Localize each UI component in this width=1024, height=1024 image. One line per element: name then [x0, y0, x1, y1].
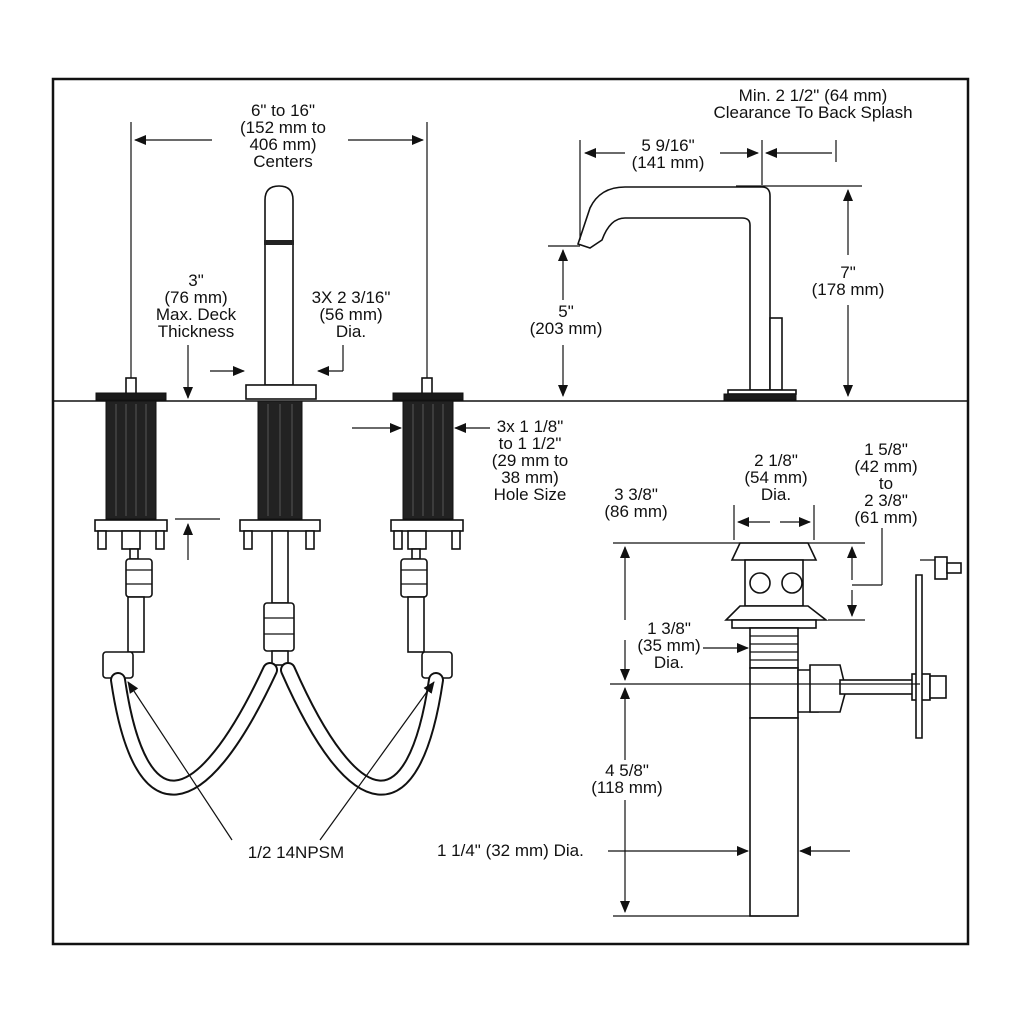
spout-height-label-2: (203 mm)	[530, 319, 603, 338]
drain-range-label-3: to	[879, 474, 893, 493]
hole-size-label-3: (29 mm to	[492, 451, 569, 470]
drain-flange-label-1: 2 1/8"	[754, 451, 798, 470]
deck-label-1: 3"	[188, 271, 204, 290]
drain-range-label-5: (61 mm)	[854, 508, 917, 527]
overall-height-label-2: (178 mm)	[812, 280, 885, 299]
deck-label-4: Thickness	[158, 322, 235, 341]
hole-size-label-4: 38 mm)	[501, 468, 559, 487]
drawing-border	[51, 77, 970, 946]
centers-label-3: 406 mm)	[249, 135, 316, 154]
drain-flange-label-2: (54 mm)	[744, 468, 807, 487]
centers-label-1: 6" to 16"	[251, 101, 315, 120]
side-dimension-lines	[548, 140, 862, 397]
drain-assembly	[724, 542, 962, 917]
drain-lower-label-2: (118 mm)	[591, 778, 662, 797]
drain-upper-label-1: 3 3/8"	[614, 485, 658, 504]
drain-range-label-4: 2 3/8"	[864, 491, 908, 510]
clearance-label-1: Min. 2 1/2" (64 mm)	[739, 86, 888, 105]
spout-dia-label-2: (56 mm)	[319, 305, 382, 324]
clearance-label-2: Clearance To Back Splash	[713, 103, 912, 122]
drain-lower-label-1: 4 5/8"	[605, 761, 649, 780]
drain-upper-label-2: (86 mm)	[604, 502, 667, 521]
centers-label-4: Centers	[253, 152, 313, 171]
centers-label-2: (152 mm to	[240, 118, 326, 137]
drain-range-label-1: 1 5/8"	[864, 440, 908, 459]
hole-size-label-1: 3x 1 1/8"	[497, 417, 564, 436]
supply-hoses	[110, 662, 444, 796]
spout-height-label-1: 5"	[558, 302, 574, 321]
drain-range-label-2: (42 mm)	[854, 457, 917, 476]
drain-body-label-2: (35 mm)	[637, 636, 700, 655]
deck-label-3: Max. Deck	[156, 305, 237, 324]
dimension-labels: 6" to 16" (152 mm to 406 mm) Centers 3" …	[156, 86, 918, 862]
right-handle-assembly	[390, 377, 464, 679]
left-handle-assembly	[94, 377, 168, 679]
side-view-spout	[576, 186, 797, 401]
drain-dimension-lines	[608, 505, 920, 917]
deck-label-2: (76 mm)	[164, 288, 227, 307]
spout-dia-label-3: Dia.	[336, 322, 366, 341]
drain-body-label-3: Dia.	[654, 653, 684, 672]
drain-body-label-1: 1 3/8"	[647, 619, 691, 638]
center-spout-assembly	[239, 185, 321, 666]
spout-dia-label-1: 3X 2 3/16"	[312, 288, 391, 307]
reach-label-1: 5 9/16"	[641, 136, 694, 155]
hole-size-label-2: to 1 1/2"	[499, 434, 562, 453]
hole-size-label-5: Hole Size	[494, 485, 567, 504]
drain-flange-label-3: Dia.	[761, 485, 791, 504]
tailpiece-label: 1 1/4" (32 mm) Dia.	[437, 841, 584, 860]
front-dimension-lines	[127, 122, 490, 841]
overall-height-label-1: 7"	[840, 263, 856, 282]
connection-label: 1/2 14NPSM	[248, 843, 344, 862]
reach-label-2: (141 mm)	[632, 153, 705, 172]
